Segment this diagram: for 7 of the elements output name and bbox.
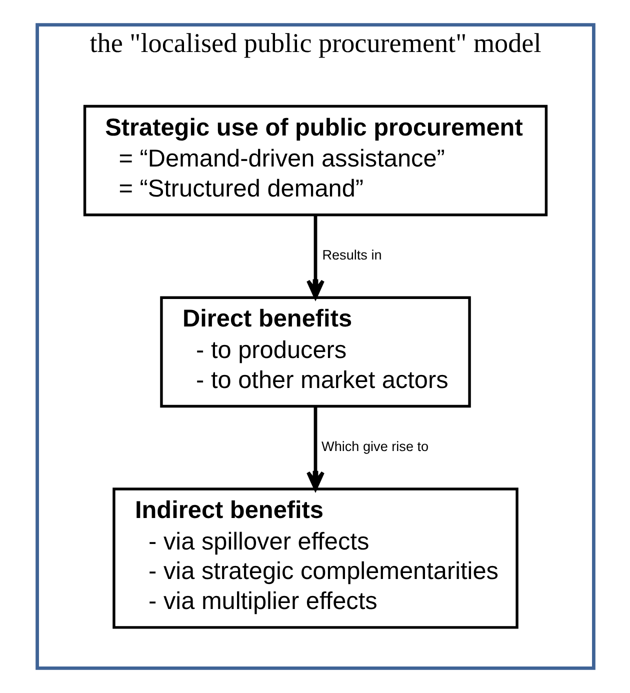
arrow [306, 406, 324, 490]
edge-label: Results in [322, 248, 382, 263]
node-box: Direct benefits - to producers - to other market actors [160, 296, 470, 408]
edge-label: Which give rise to [321, 439, 428, 454]
node-box: Indirect benefits - via spillover effects - via strategic complementarities - via multiplier effects [112, 488, 518, 629]
node-box: Strategic use of public procurement = “Demand-driven assistance” = “Structured demand” [82, 104, 548, 216]
arrow [306, 214, 324, 299]
